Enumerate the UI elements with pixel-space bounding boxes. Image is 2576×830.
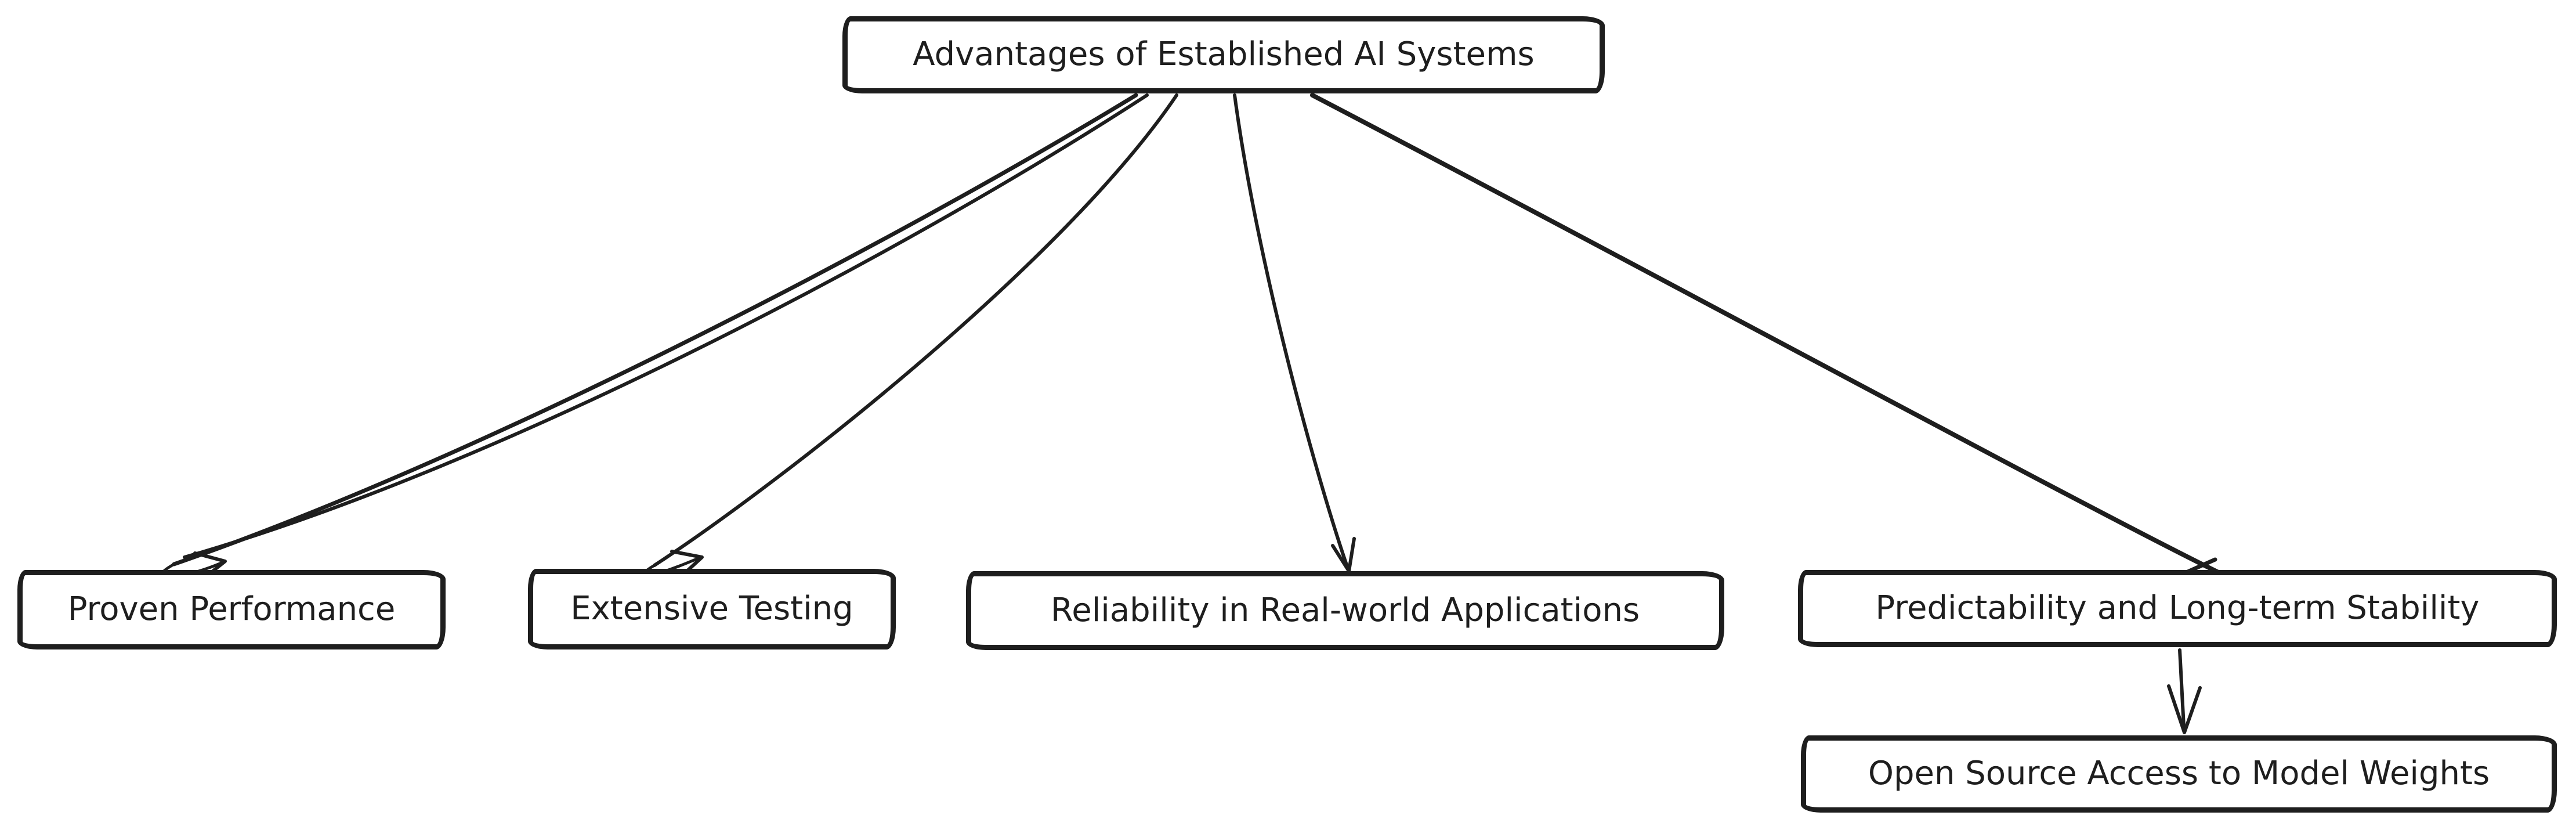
node-predictability-and-long-term-stability: Predictability and Long-term Stability: [1798, 570, 2557, 647]
node-proven-performance: Proven Performance: [17, 570, 446, 649]
node-extensive-testing: Extensive Testing: [528, 569, 896, 649]
node-reliability-in-real-world-applications: Reliability in Real-world Applications: [966, 571, 1724, 650]
node-label: Reliability in Real-world Applications: [1050, 591, 1640, 629]
node-label: Open Source Access to Model Weights: [1868, 755, 2490, 793]
node-label: Predictability and Long-term Stability: [1875, 589, 2480, 627]
edge-root-to-proven-performance: [160, 93, 1149, 582]
edge-root-to-predictability: [1310, 93, 2239, 590]
edge-root-to-reliability: [1233, 93, 1356, 573]
node-label: Extensive Testing: [570, 590, 853, 628]
node-label: Proven Performance: [67, 590, 396, 629]
node-label: Advantages of Established AI Systems: [913, 35, 1535, 74]
edge-predictability-to-open-source: [2167, 648, 2202, 734]
edge-root-to-extensive-testing: [642, 93, 1178, 579]
node-open-source-access-to-model-weights: Open Source Access to Model Weights: [1801, 735, 2557, 813]
node-advantages-of-established-ai-systems: Advantages of Established AI Systems: [842, 16, 1605, 93]
